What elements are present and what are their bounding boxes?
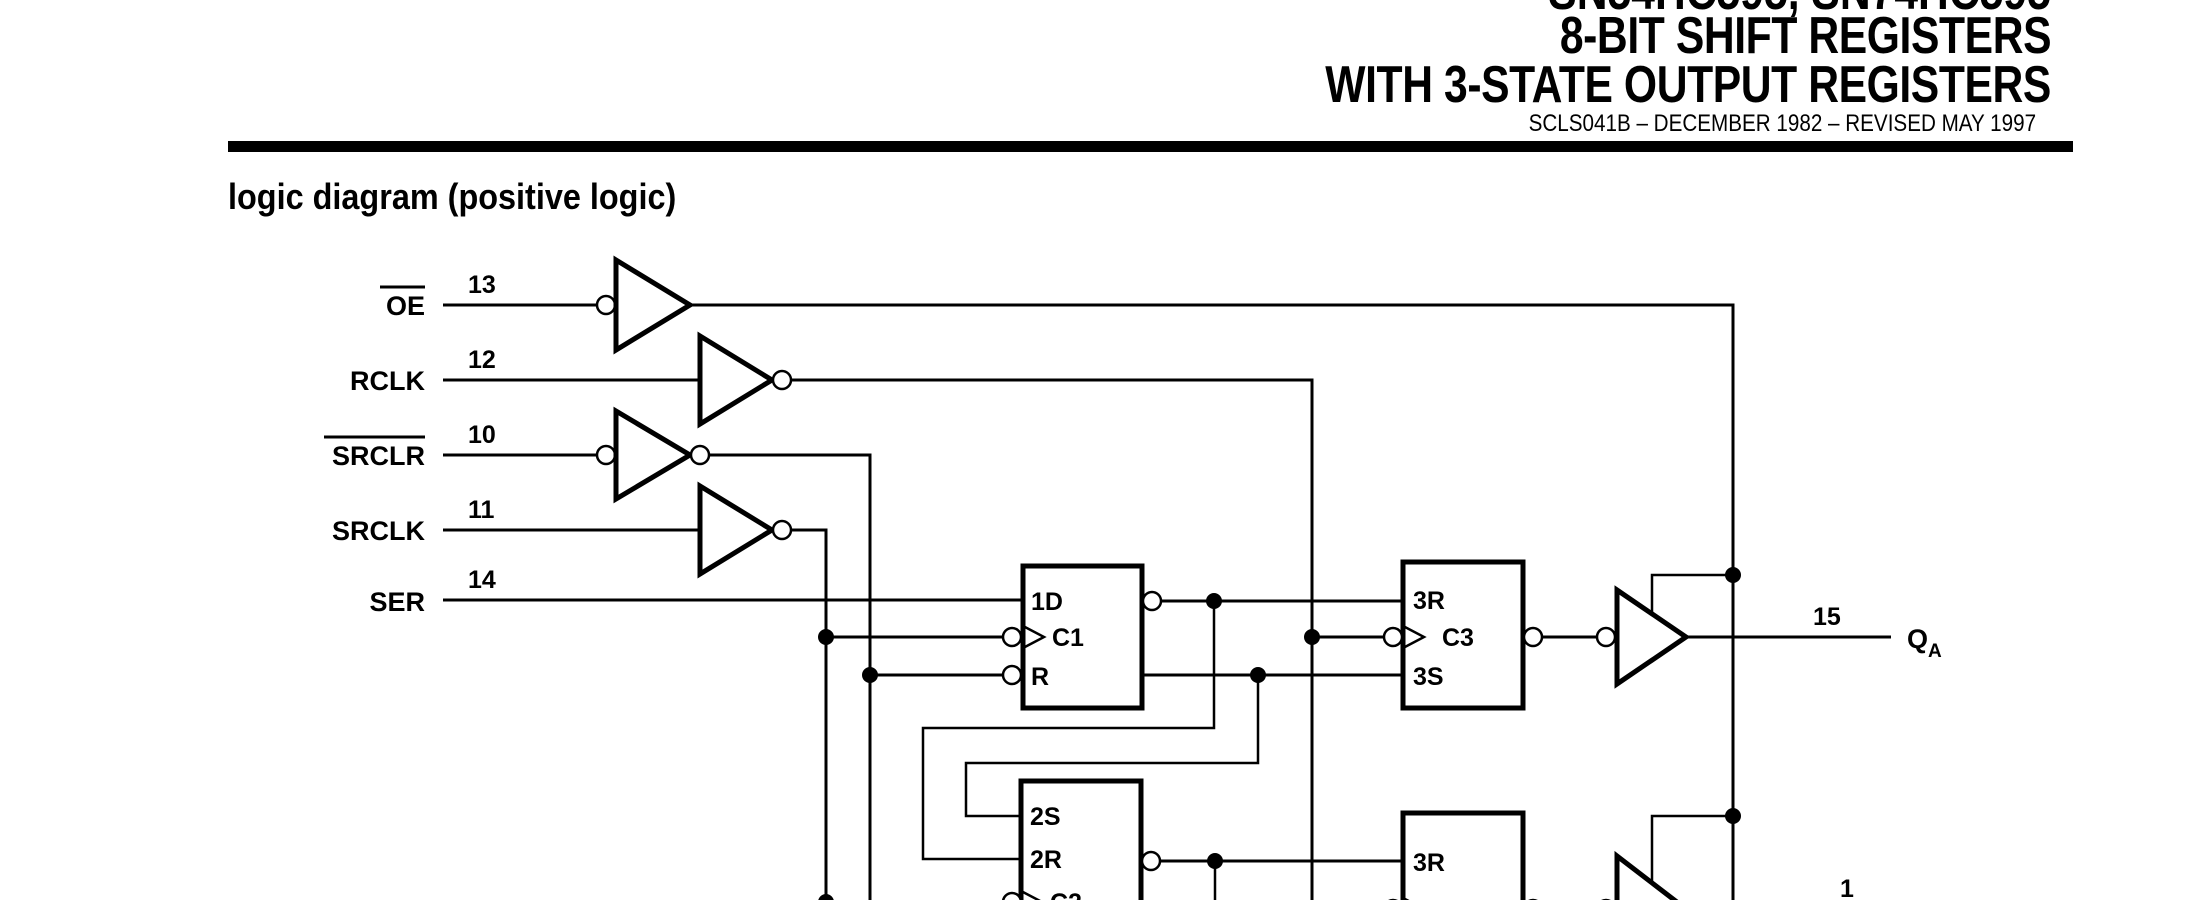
part-number-heading: SN54HC595, SN74HC595	[1549, 0, 2051, 22]
ff2-reset-label: 2R	[1030, 846, 1062, 874]
ff1-d-label: 1D	[1031, 588, 1063, 616]
pin-15: 15	[1813, 603, 1841, 631]
sr2-clk-label: C3	[1442, 896, 1474, 900]
oe-buffer	[443, 255, 1735, 900]
pin-14: 14	[468, 566, 496, 594]
shift-flipflop-1: 1D C1 R	[818, 563, 1403, 861]
pin-12: 12	[468, 346, 496, 374]
input-label-srclr: SRCLR	[332, 441, 425, 471]
ff2-clk-label: C2	[1050, 889, 1082, 900]
header-rule	[228, 141, 2073, 152]
ff1-clk-label: C1	[1052, 624, 1084, 652]
input-label-srclk: SRCLK	[332, 516, 425, 546]
ff2-set-label: 2S	[1030, 803, 1061, 831]
shift-flipflop-2: 2S 2R C2	[818, 778, 1403, 900]
pin-10: 10	[468, 421, 496, 449]
sr2-reset-label: 3R	[1413, 849, 1445, 877]
ff1-reset-label: R	[1031, 663, 1049, 691]
srclk-buffer	[443, 481, 828, 900]
input-label-oe: OE	[386, 291, 425, 321]
pin-1: 1	[1840, 875, 1854, 900]
storage-register-2: 3R C3	[1388, 810, 1538, 900]
output-buffer-qb: 1 QB	[1601, 808, 1942, 900]
input-label-ser: SER	[369, 587, 425, 617]
sr1-clk-label: C3	[1442, 624, 1474, 652]
rclk-buffer	[443, 331, 1314, 900]
input-label-rclk: RCLK	[350, 366, 425, 396]
pin-13: 13	[468, 271, 496, 299]
sr1-set-label: 3S	[1413, 663, 1444, 691]
output-buffer-qa: 15 QA	[1595, 567, 1942, 689]
storage-register-1: 3R C3 3S	[1304, 559, 1597, 711]
srclr-buffer	[443, 406, 872, 900]
title-line-1: 8-BIT SHIFT REGISTERS	[1559, 7, 2052, 65]
output-label-qb: QB	[1907, 896, 1942, 900]
document-info: SCLS041B – DECEMBER 1982 – REVISED MAY 1…	[1528, 110, 2036, 137]
pin-11: 11	[468, 496, 495, 524]
title-line-2: WITH 3-STATE OUTPUT REGISTERS	[1325, 56, 2051, 114]
output-label-qa: QA	[1907, 624, 1942, 662]
sr1-reset-label: 3R	[1413, 587, 1445, 615]
section-title: logic diagram (positive logic)	[228, 176, 677, 217]
